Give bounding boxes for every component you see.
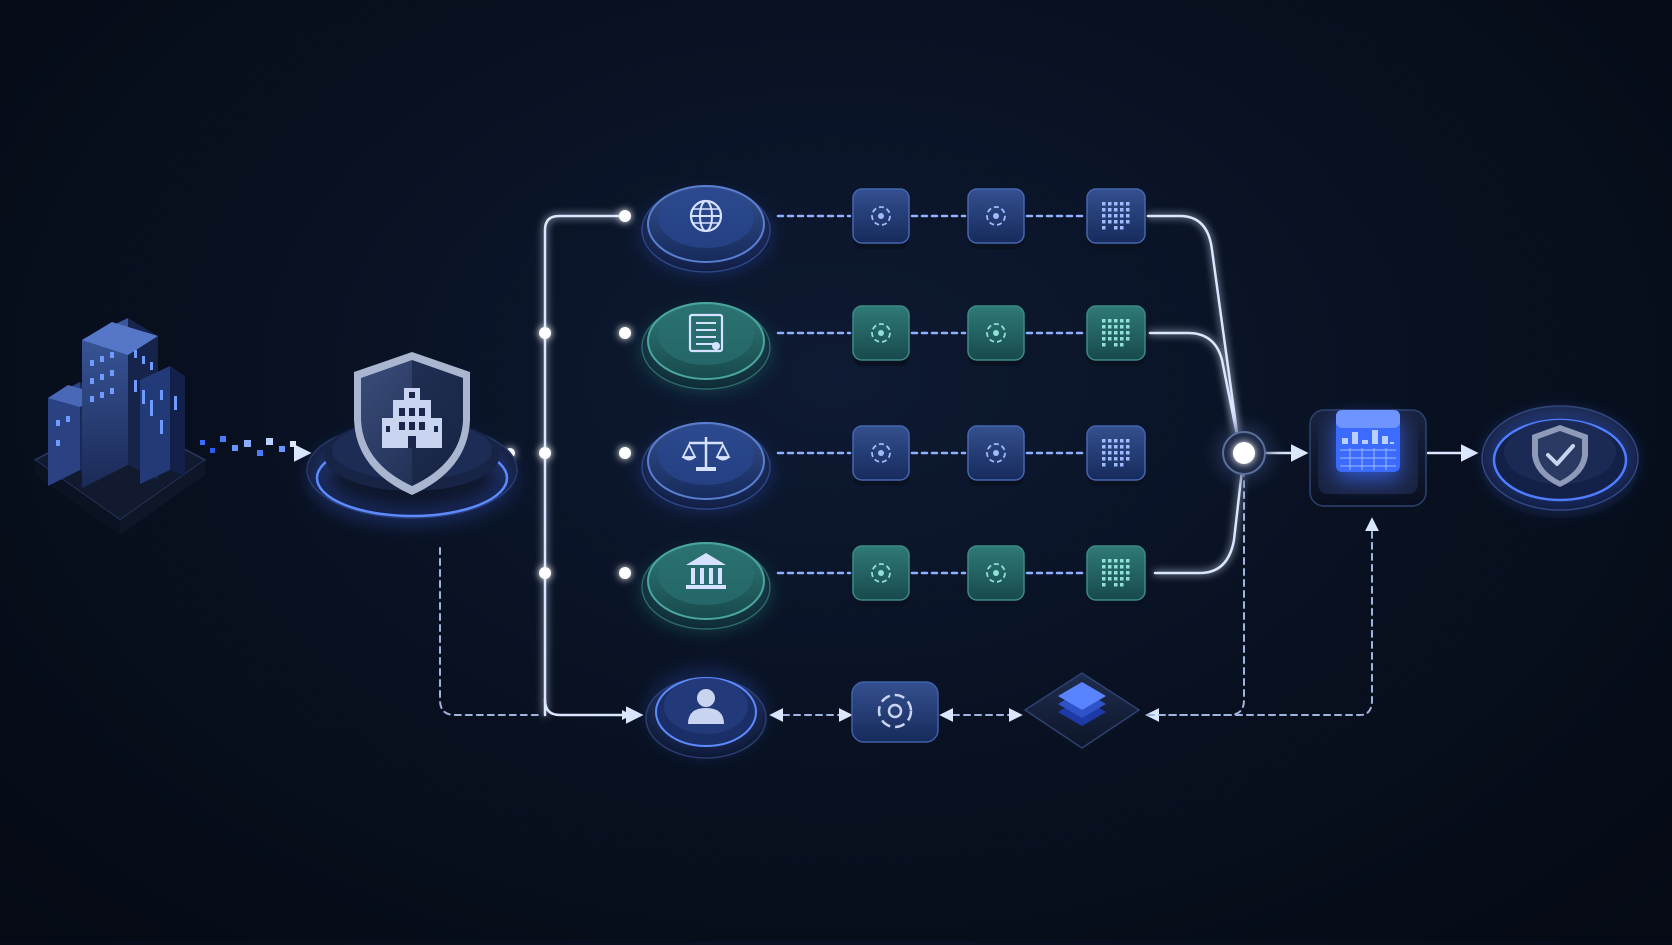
channel-node-2[interactable]: [641, 302, 771, 390]
data-grid-icon: [1102, 202, 1130, 230]
stage-node-r1-c3[interactable]: [1086, 188, 1146, 249]
stage-node-r4-c2[interactable]: [967, 545, 1025, 606]
channel-nodes: [641, 185, 771, 630]
target-icon: [877, 693, 913, 729]
stage-nodes: [852, 188, 1146, 606]
aggregator-node[interactable]: [1309, 409, 1427, 514]
channel-node-1[interactable]: [641, 185, 771, 273]
radar-icon: [871, 206, 891, 226]
stage-node-r1-c2[interactable]: [967, 188, 1025, 249]
data-grid-icon: [1102, 319, 1130, 347]
result-node[interactable]: [1481, 405, 1639, 518]
stage-node-r2-c1[interactable]: [852, 305, 910, 366]
user-node[interactable]: [645, 676, 767, 759]
shield-building-icon: [354, 352, 470, 495]
stage-node-r4-c3[interactable]: [1086, 545, 1146, 606]
merge-point-icon: [1233, 442, 1255, 464]
radar-icon: [871, 563, 891, 583]
data-stream: [200, 436, 312, 462]
junction-dots: [505, 210, 631, 579]
globe-icon: [689, 199, 723, 233]
radar-icon: [986, 443, 1006, 463]
stage-node-r3-c3[interactable]: [1086, 425, 1146, 486]
radar-icon: [871, 323, 891, 343]
user-icon: [688, 689, 724, 724]
stage-node-r4-c1[interactable]: [852, 545, 910, 606]
building-icon: [48, 318, 185, 488]
stage-node-r2-c3[interactable]: [1086, 305, 1146, 366]
data-grid-cube-icon: [1336, 410, 1400, 472]
merge-point-node[interactable]: [1220, 429, 1268, 477]
bank-icon: [686, 553, 726, 589]
stage-node-r3-c2[interactable]: [967, 425, 1025, 486]
radar-icon: [986, 563, 1006, 583]
shield-check-icon: [1532, 425, 1588, 487]
radar-icon: [986, 323, 1006, 343]
stage-node-r2-c2[interactable]: [967, 305, 1025, 366]
source-building-node[interactable]: [33, 318, 207, 535]
storage-node[interactable]: [1023, 672, 1141, 755]
data-grid-icon: [1102, 439, 1130, 467]
layers-icon: [1058, 682, 1106, 726]
row-dashes: [776, 214, 1087, 575]
user-process-node[interactable]: [851, 681, 939, 750]
data-grid-icon: [1102, 559, 1130, 587]
stage-node-r1-c1[interactable]: [852, 188, 910, 249]
gateway-shield-node[interactable]: [306, 352, 518, 533]
radar-icon: [986, 206, 1006, 226]
scales-icon: [681, 437, 731, 471]
document-icon: [688, 313, 724, 353]
stage-node-r3-c1[interactable]: [852, 425, 910, 486]
channel-node-3[interactable]: [641, 422, 771, 510]
connection-lines: [200, 214, 1479, 724]
channel-node-4[interactable]: [641, 542, 771, 630]
radar-icon: [871, 443, 891, 463]
